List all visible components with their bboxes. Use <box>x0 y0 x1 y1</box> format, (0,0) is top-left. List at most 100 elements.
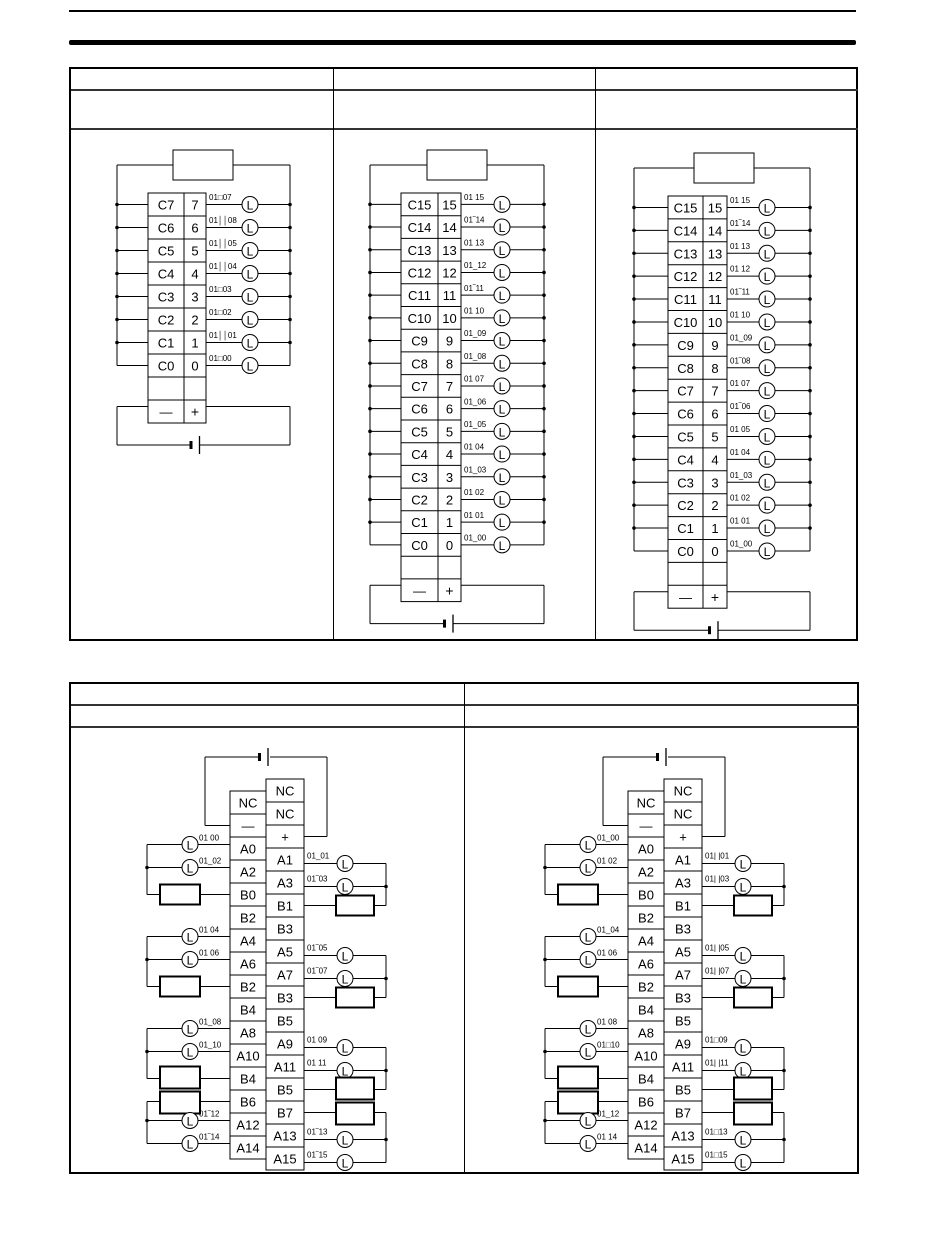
junction-dot <box>145 1049 149 1054</box>
lamp-label: L <box>764 247 771 261</box>
lamp-label: L <box>499 471 506 485</box>
terminal-label-left: NC <box>239 796 258 811</box>
terminal-label-common: C4 <box>158 267 175 282</box>
lamp-label: L <box>187 931 194 945</box>
junction-dot <box>543 865 547 870</box>
load-box <box>159 1065 201 1090</box>
output-wiring-table-top <box>69 67 858 641</box>
terminal-label-common: C1 <box>677 521 694 536</box>
terminal-label-left: A6 <box>240 957 256 972</box>
terminal-label-common: C5 <box>158 244 175 259</box>
terminal-label-common: C11 <box>674 292 697 307</box>
junction-dot <box>632 526 636 530</box>
junction-dot <box>542 406 546 411</box>
terminal-label-output: 14 <box>708 223 722 238</box>
output-address-label: 01_01 <box>307 852 330 861</box>
lamp-label: L <box>740 1157 747 1171</box>
junction-dot <box>808 411 812 416</box>
terminal-label-common: C4 <box>677 452 694 467</box>
junction-dot <box>384 1068 388 1073</box>
output-address-label: 01_10 <box>199 1041 222 1050</box>
terminal-label-right: B3 <box>277 991 293 1006</box>
output-address-label: 01 05 <box>730 425 751 434</box>
load-box <box>335 894 375 917</box>
terminal-label-left: A14 <box>634 1141 657 1156</box>
junction-dot <box>368 384 372 388</box>
junction-dot <box>368 338 372 343</box>
terminal-label-output: 3 <box>446 470 453 485</box>
battery-negative-plate <box>258 753 261 761</box>
load-box <box>557 1090 599 1115</box>
output-address-label: 01 02 <box>597 857 618 866</box>
junction-dot <box>384 1137 388 1142</box>
terminal-label-output: 10 <box>442 311 456 326</box>
terminal-label-plus: + <box>711 589 719 605</box>
output-address-label: 01 12 <box>730 265 751 274</box>
junction-dot <box>368 361 372 366</box>
battery-negative-plate <box>443 619 446 628</box>
junction-dot <box>808 205 812 210</box>
terminal-label-minus: — <box>160 405 173 420</box>
output-address-label: 01‾15 <box>307 1151 328 1160</box>
output-address-label: 01_02 <box>199 857 222 866</box>
junction-dot <box>542 270 546 275</box>
lamp-label: L <box>585 839 592 853</box>
lamp-label: L <box>247 291 254 305</box>
junction-dot <box>542 474 546 479</box>
output-address-label: 01 13 <box>464 238 485 247</box>
lamp-label: L <box>187 1046 194 1060</box>
battery-negative-plate <box>656 753 659 761</box>
terminal-label-output: 12 <box>708 269 722 284</box>
output-address-label: 01 07 <box>730 379 751 388</box>
junction-dot <box>145 865 149 870</box>
terminal-label-left: A10 <box>634 1049 657 1064</box>
junction-dot <box>632 228 636 233</box>
terminal-label-right: A15 <box>273 1152 296 1167</box>
output-address-label: 01| |01 <box>705 852 730 861</box>
load-box <box>733 1101 773 1126</box>
terminal-label-output: 1 <box>711 521 718 536</box>
junction-dot <box>542 384 546 388</box>
terminal-label-common: C5 <box>411 424 428 439</box>
load-box <box>159 883 201 906</box>
terminal-label-left: B6 <box>240 1095 256 1110</box>
terminal-label-left: A4 <box>638 934 654 949</box>
terminal-label-common: C6 <box>411 402 428 417</box>
junction-dot <box>542 202 546 207</box>
lamp-label: L <box>764 339 771 353</box>
lamp-label: L <box>247 199 254 213</box>
terminal-label-output: 4 <box>446 447 453 462</box>
terminal-label-output: 0 <box>711 544 718 559</box>
lamp-label: L <box>499 448 506 462</box>
output-address-label: 01_06 <box>464 397 487 406</box>
junction-dot <box>115 294 119 299</box>
terminal-label-common: C12 <box>674 269 698 284</box>
terminal-label-output: 4 <box>711 452 718 467</box>
terminal-label-right: A5 <box>277 945 293 960</box>
junction-dot <box>368 247 372 252</box>
lamp-label: L <box>499 539 506 553</box>
terminal-label-output: 14 <box>442 220 456 235</box>
junction-dot <box>368 270 372 275</box>
terminal-label-left: A12 <box>236 1118 259 1133</box>
load-box <box>159 975 201 998</box>
junction-dot <box>288 248 292 253</box>
load-box <box>335 1076 375 1101</box>
terminal-label-output: 13 <box>442 243 456 258</box>
terminal-label-left: A0 <box>240 842 256 857</box>
lamp-label: L <box>764 499 771 513</box>
terminal-label-left: B2 <box>240 911 256 926</box>
terminal-label-common: C0 <box>158 359 175 374</box>
output-address-label: 01□00 <box>209 354 232 363</box>
junction-dot <box>782 1068 786 1073</box>
junction-dot <box>542 293 546 297</box>
terminal-label-common: C6 <box>677 407 694 422</box>
terminal-label-common: C4 <box>411 447 428 462</box>
terminal-label-output: 9 <box>711 338 718 353</box>
lamp-label: L <box>764 224 771 238</box>
lamp-label: L <box>740 1134 747 1148</box>
lamp-label: L <box>499 221 506 235</box>
terminal-label-left: A0 <box>638 842 654 857</box>
terminal-label-left: B0 <box>638 888 654 903</box>
terminal-label-right: A11 <box>274 1060 296 1075</box>
